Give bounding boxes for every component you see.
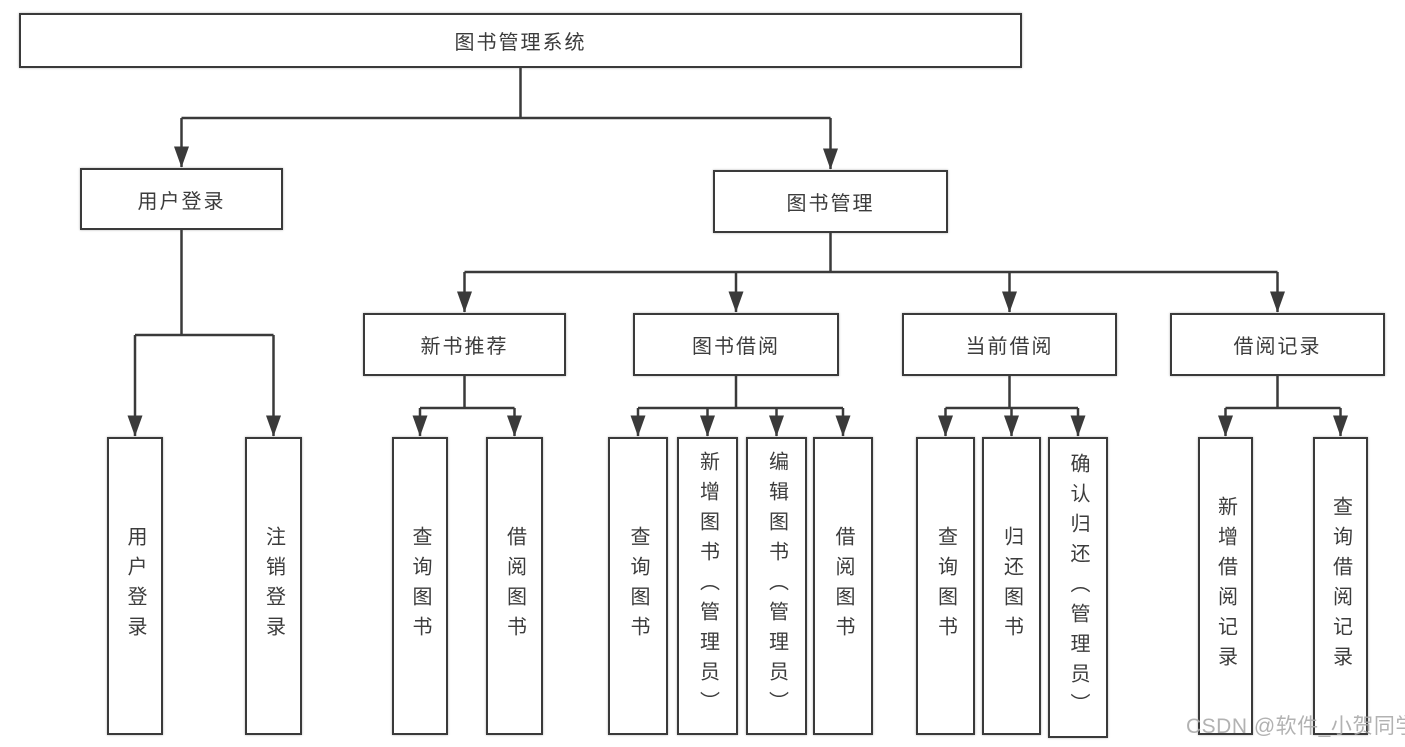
node-borrowing-records: 借阅记录	[1170, 313, 1385, 376]
node-return-books: 归还图书	[982, 437, 1041, 735]
csdn-watermark: CSDN @软件_小贺同学	[1186, 715, 1405, 738]
node-query-borrow-record: 查询借阅记录	[1313, 437, 1368, 735]
node-add-borrow-record: 新增借阅记录	[1198, 437, 1253, 735]
node-borrow-books-recommend: 借阅图书	[486, 437, 543, 735]
node-logout: 注销登录	[245, 437, 302, 735]
node-confirm-return-admin: 确认归还（管理员）	[1048, 437, 1108, 738]
node-new-book-recommendation: 新书推荐	[363, 313, 566, 376]
node-edit-book-admin: 编辑图书（管理员）	[746, 437, 807, 735]
node-query-books-recommend: 查询图书	[392, 437, 448, 735]
node-add-book-admin: 新增图书（管理员）	[677, 437, 738, 735]
node-user-login-leaf: 用户登录	[107, 437, 163, 735]
node-user-login: 用户登录	[80, 168, 283, 230]
node-book-management: 图书管理	[713, 170, 948, 233]
node-query-books-current: 查询图书	[916, 437, 975, 735]
node-borrow-books-borrowing: 借阅图书	[813, 437, 873, 735]
node-query-books-borrowing: 查询图书	[608, 437, 668, 735]
node-root-library-system: 图书管理系统	[19, 13, 1022, 68]
node-book-borrowing: 图书借阅	[633, 313, 839, 376]
node-current-borrowing: 当前借阅	[902, 313, 1117, 376]
